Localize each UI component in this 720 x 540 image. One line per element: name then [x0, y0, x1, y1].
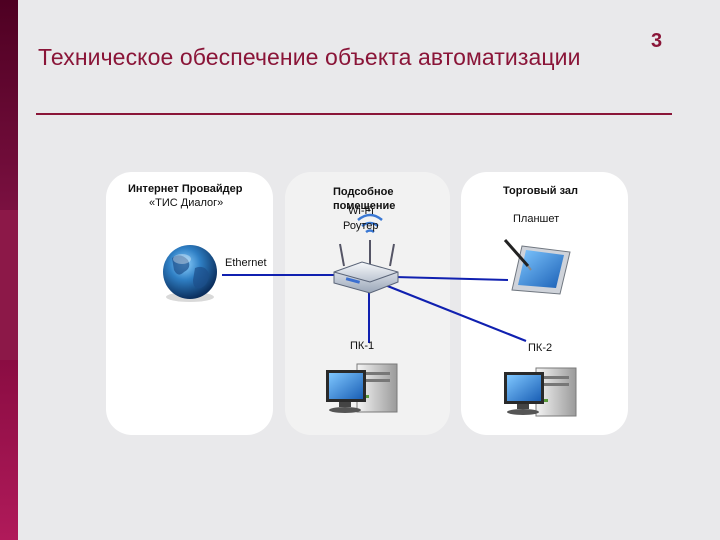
ethernet-label: Ethernet	[225, 257, 267, 269]
tablet-label: Планшет	[513, 213, 560, 225]
desktop-pc-icon-1	[326, 363, 398, 413]
router-label-line2: Роутер	[343, 220, 379, 232]
side-band	[0, 0, 18, 540]
tablet-link	[394, 276, 509, 281]
provider-panel	[106, 172, 273, 435]
provider-subtitle: «ТИС Диалог»	[149, 197, 224, 209]
side-band-segment	[0, 0, 18, 210]
side-band-segment	[0, 360, 18, 540]
sales-title: Торговый зал	[503, 185, 579, 197]
title-divider	[36, 113, 672, 115]
router-icon	[333, 240, 399, 294]
pc2-link	[384, 283, 527, 343]
pc1-label: ПК-1	[350, 340, 375, 352]
slide-title: Техническое обеспечение объекта автомати…	[38, 44, 581, 70]
utility-title-line1: Подсобное	[333, 186, 394, 198]
wifi-signal-icon	[357, 213, 383, 234]
globe-icon	[163, 245, 217, 302]
utility-title-line2: помещение	[333, 200, 396, 212]
provider-title: Интернет Провайдер	[128, 183, 243, 195]
slide-number: 3	[651, 30, 663, 52]
router-label-line1: Wi-Fi	[348, 205, 374, 217]
side-band-segment	[0, 210, 18, 360]
tablet-icon	[503, 239, 571, 295]
pc2-label: ПК-2	[528, 342, 553, 354]
desktop-pc-icon-2	[504, 367, 577, 417]
